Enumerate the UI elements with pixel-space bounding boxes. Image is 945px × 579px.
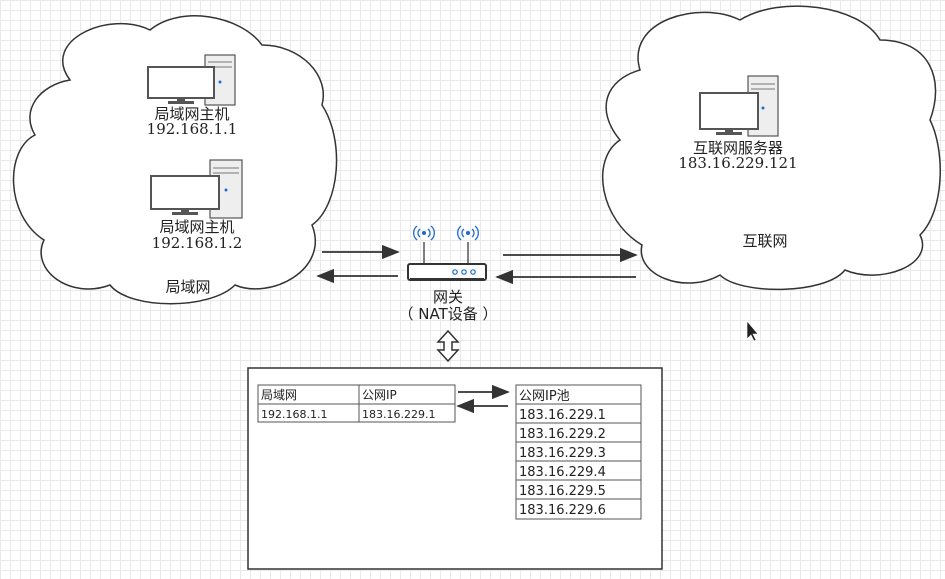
lan-cloud-label: 局域网 [165, 278, 210, 296]
nat-mapping-table: 局域网 公网IP 192.168.1.1 183.16.229.1 [257, 384, 456, 423]
wifi-signal-icon [413, 225, 479, 241]
internet-cloud-label: 互联网 [742, 232, 787, 250]
lan-host-1 [147, 54, 236, 106]
gateway-label: 网关 [433, 288, 463, 306]
router-icon [407, 225, 487, 281]
ip-pool-item: 183.16.229.5 [519, 484, 606, 499]
ip-pool-item: 183.16.229.3 [519, 446, 606, 461]
lan-cloud [12, 15, 338, 305]
nat-cell-lan-ip: 192.168.1.1 [261, 408, 327, 421]
nat-header-lan: 局域网 [261, 388, 297, 402]
ip-pool-item: 183.16.229.1 [519, 408, 606, 423]
nat-header-public-ip: 公网IP [362, 388, 397, 402]
monitor-icon [150, 175, 220, 215]
internet-cloud [601, 5, 941, 291]
bidirectional-arrow-icon [436, 329, 460, 363]
gateway-sublabel: （ NAT设备 ） [398, 305, 497, 323]
ip-pool-item: 183.16.229.4 [519, 465, 606, 480]
ip-pool-item: 183.16.229.2 [519, 427, 606, 442]
internet-server [699, 75, 779, 137]
ip-pool-item: 183.16.229.6 [519, 503, 606, 518]
monitor-icon [147, 66, 215, 104]
ip-pool-table: 公网IP池 183.16.229.1 183.16.229.2 183.16.2… [515, 384, 642, 520]
lan-host-2-label: 局域网主机 [159, 218, 234, 236]
lan-host-2-ip: 192.168.1.2 [152, 234, 243, 252]
lan-host-1-label: 局域网主机 [154, 105, 229, 123]
lan-host-1-ip: 192.168.1.1 [147, 120, 238, 138]
monitor-icon [699, 92, 759, 135]
mouse-cursor-icon [746, 320, 759, 342]
internet-server-ip: 183.16.229.121 [678, 154, 797, 172]
internet-server-label: 互联网服务器 [693, 139, 783, 157]
ip-pool-header: 公网IP池 [519, 389, 570, 404]
nat-cell-public-ip: 183.16.229.1 [362, 408, 435, 421]
lan-host-2 [150, 159, 243, 219]
